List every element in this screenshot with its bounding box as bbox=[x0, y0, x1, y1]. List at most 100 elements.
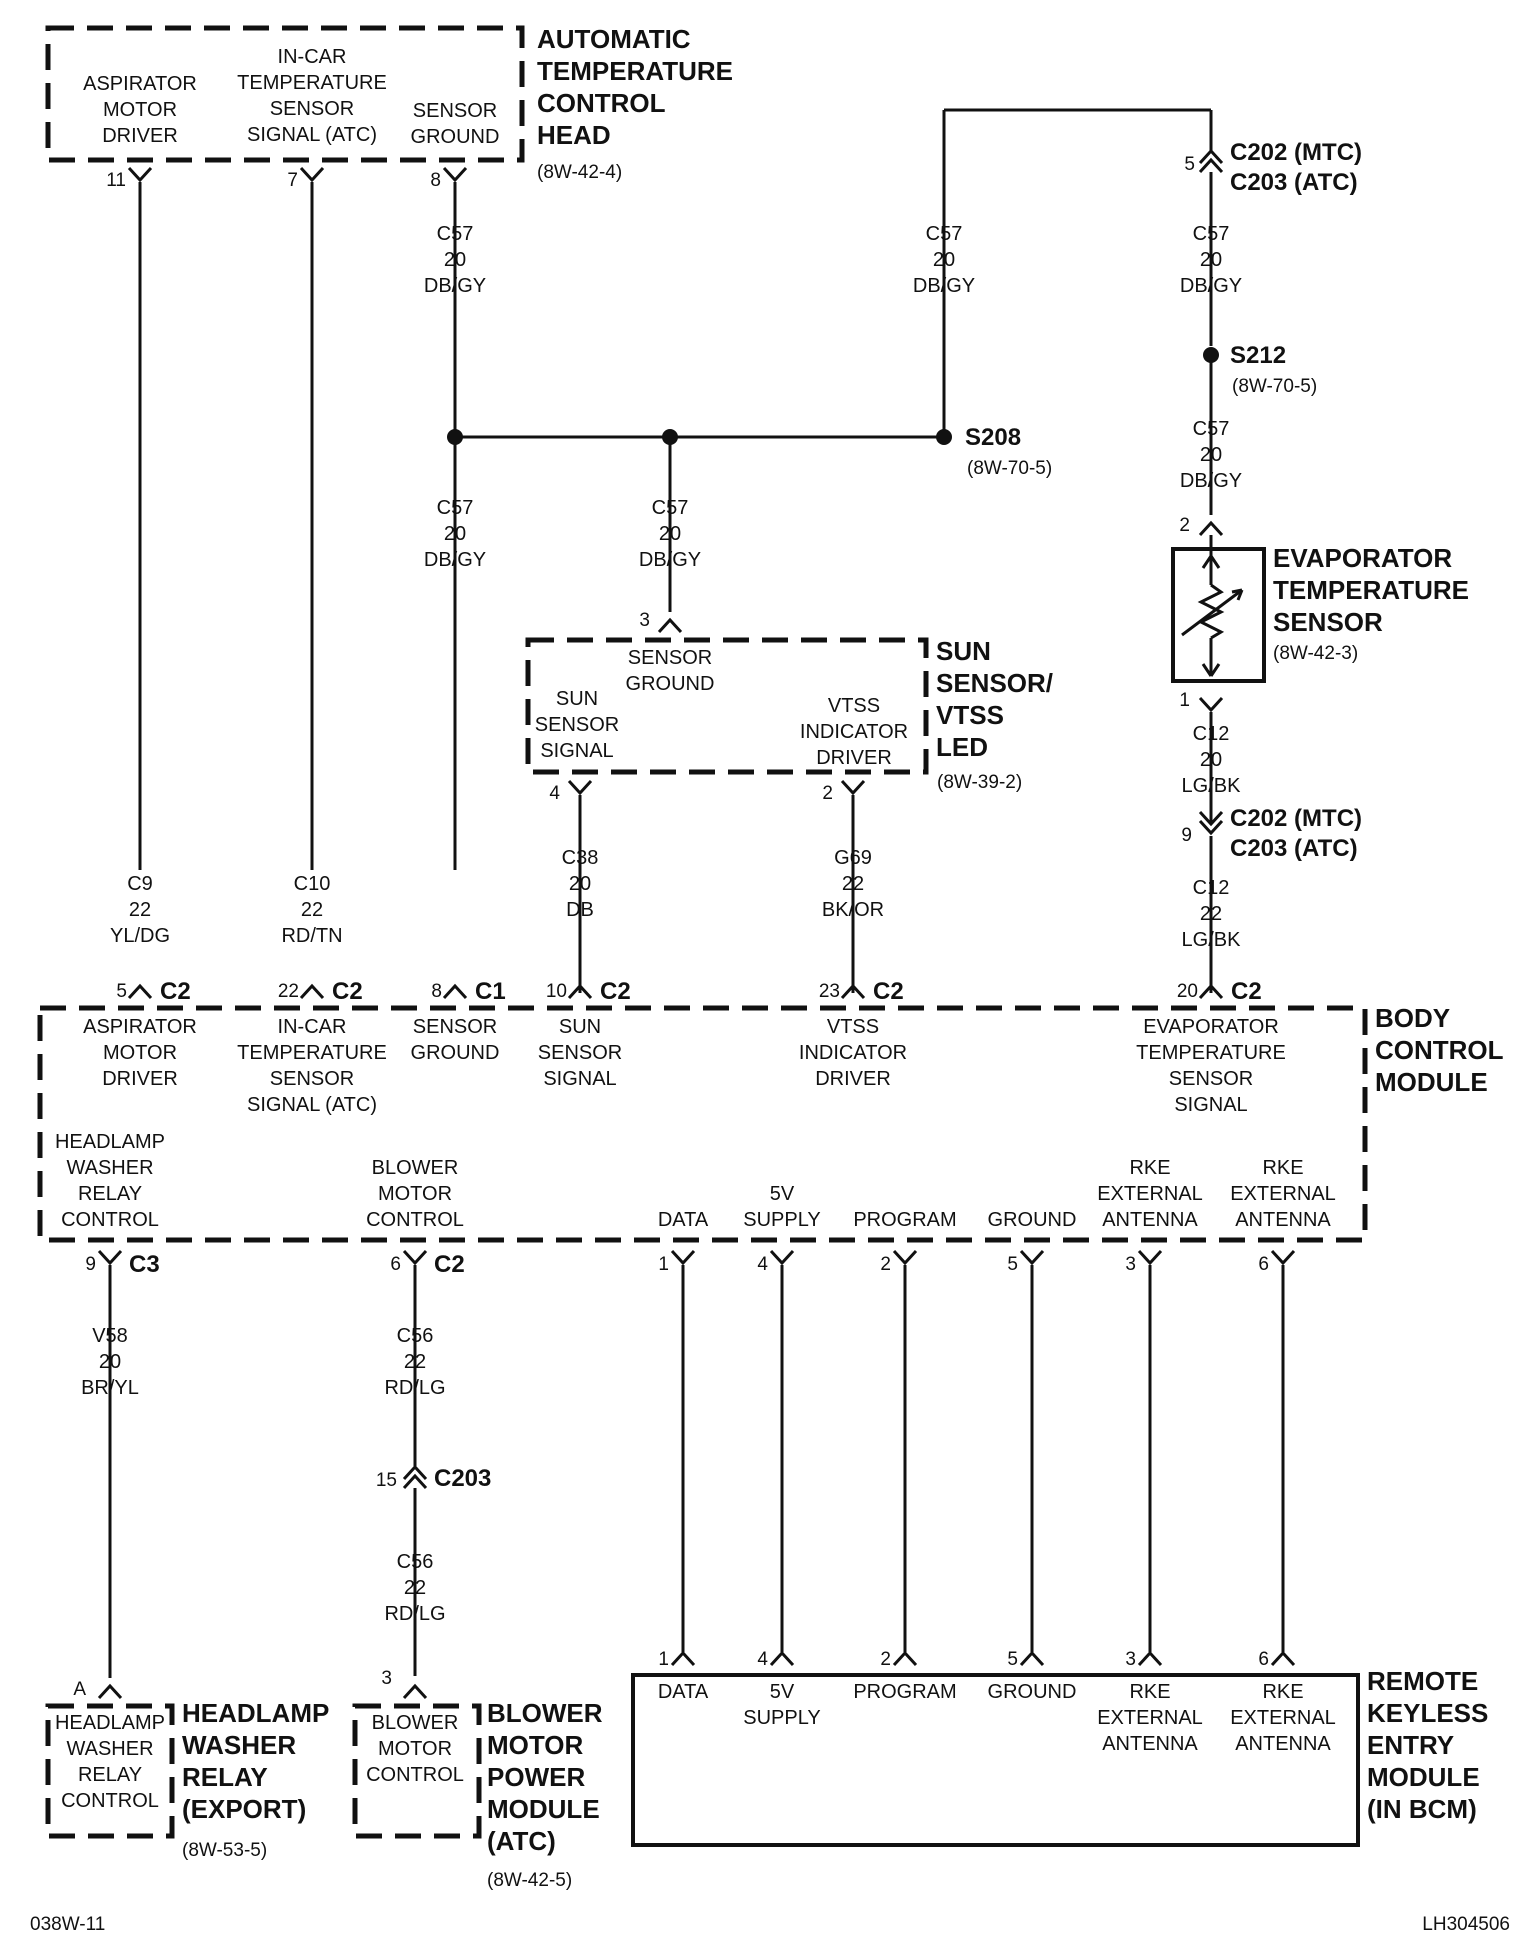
evap-wire-label-a: LG/BK bbox=[1182, 775, 1242, 797]
headlamp-relay-label: WASHER bbox=[66, 1738, 153, 1760]
blower-module-label: MOTOR bbox=[378, 1738, 452, 1760]
atc-terminal-glyph bbox=[442, 166, 468, 183]
atc-pin-label: DRIVER bbox=[102, 125, 178, 147]
sun-wire-label: C38 bbox=[562, 847, 599, 869]
evap-wire-label-b: C12 bbox=[1193, 877, 1230, 899]
rke-glyph bbox=[769, 1650, 795, 1667]
ground-wire-label-e: 20 bbox=[1200, 249, 1222, 271]
bcm-bottom-glyph bbox=[1019, 1249, 1045, 1266]
sun-sensor-ref: (8W-39-2) bbox=[937, 772, 1022, 793]
blower-wire-label-a: RD/LG bbox=[384, 1377, 445, 1399]
bcm-top-pin-label: SENSOR bbox=[538, 1042, 622, 1064]
bcm-top-pin-label: SENSOR bbox=[413, 1016, 497, 1038]
rke-pin-label: 5V bbox=[770, 1681, 795, 1703]
rke-pin-number: 4 bbox=[757, 1649, 768, 1670]
rke-pin-label: RKE bbox=[1129, 1681, 1170, 1703]
rke-pin-label: EXTERNAL bbox=[1097, 1707, 1203, 1729]
bcm-bottom-pin-label: CONTROL bbox=[366, 1209, 464, 1231]
c202-top-pin: 5 bbox=[1184, 154, 1195, 175]
blower-pin: 3 bbox=[381, 1668, 392, 1689]
headlamp-relay-title: (EXPORT) bbox=[182, 1794, 306, 1824]
rke-glyph bbox=[1019, 1650, 1045, 1667]
evap-wire-label-b: 22 bbox=[1200, 903, 1222, 925]
atc-head-title: AUTOMATIC bbox=[537, 24, 691, 54]
rke-glyph bbox=[670, 1650, 696, 1667]
bcm-top-pin-label: DRIVER bbox=[102, 1068, 178, 1090]
rke-pin-label: RKE bbox=[1262, 1681, 1303, 1703]
rke-pin-label: SUPPLY bbox=[743, 1707, 820, 1729]
bcm-top-pin-label: TEMPERATURE bbox=[237, 1042, 387, 1064]
bcm-bottom-connector: C3 bbox=[129, 1251, 160, 1278]
sun-ground-label: SENSOR bbox=[628, 647, 712, 669]
rke-module-title: KEYLESS bbox=[1367, 1698, 1488, 1728]
bcm-bottom-pin-number: 6 bbox=[1258, 1254, 1269, 1275]
bcm-top-pin-label: DRIVER bbox=[815, 1068, 891, 1090]
sun-pin-ground: 3 bbox=[639, 610, 650, 631]
headlamp-relay-ref: (8W-53-5) bbox=[182, 1840, 267, 1861]
bcm-bottom-pin-number: 6 bbox=[390, 1254, 401, 1275]
bcm-top-glyph bbox=[442, 983, 468, 1000]
sun-pin-signal: 4 bbox=[549, 783, 560, 804]
headlamp-pin: A bbox=[73, 1679, 86, 1700]
evap-arrow-up bbox=[1201, 555, 1221, 569]
evap-wire-label-a: 20 bbox=[1200, 749, 1222, 771]
aspirator-wire-label: C9 bbox=[127, 873, 153, 895]
ground-wire-label-a: DB/GY bbox=[424, 275, 486, 297]
evap-bottom-glyph bbox=[1198, 696, 1224, 713]
atc-head-box bbox=[45, 25, 525, 163]
incar-wire-label: 22 bbox=[301, 899, 323, 921]
blower-module-label: BLOWER bbox=[372, 1712, 459, 1734]
evap-pin-bottom: 1 bbox=[1179, 690, 1190, 711]
vtss-label: VTSS bbox=[828, 695, 880, 717]
headlamp-relay-label: RELAY bbox=[78, 1764, 142, 1786]
sun-sensor-title: SUN bbox=[936, 636, 991, 666]
ground-wire-label-c: 20 bbox=[659, 523, 681, 545]
aspirator-wire-label: YL/DG bbox=[110, 925, 170, 947]
ground-wire-label-f: 20 bbox=[1200, 444, 1222, 466]
bcm-top-pin-label: MOTOR bbox=[103, 1042, 177, 1064]
c203-name: C203 bbox=[434, 1465, 491, 1492]
sun-ground-label: GROUND bbox=[626, 673, 715, 695]
atc-head-title: HEAD bbox=[537, 120, 611, 150]
bcm-bottom-pin-label: RKE bbox=[1262, 1157, 1303, 1179]
atc-pin-label: SIGNAL (ATC) bbox=[247, 124, 377, 146]
vtss-wire-label: 22 bbox=[842, 873, 864, 895]
bcm-bottom-pin-label: MOTOR bbox=[378, 1183, 452, 1205]
ground-wire-label-b: 20 bbox=[444, 523, 466, 545]
headlamp-wire-label: V58 bbox=[92, 1325, 128, 1347]
bcm-top-pin-number: 20 bbox=[1177, 981, 1198, 1002]
bcm-top-connector: C1 bbox=[475, 978, 506, 1005]
headlamp-relay-title: WASHER bbox=[182, 1730, 296, 1760]
bcm-bottom-pin-label: ANTENNA bbox=[1235, 1209, 1331, 1231]
sun-wire-label: 20 bbox=[569, 873, 591, 895]
bcm-bottom-glyph bbox=[402, 1249, 428, 1266]
bcm-bottom-pin-label: DATA bbox=[658, 1209, 709, 1231]
headlamp-relay-box bbox=[45, 1703, 175, 1839]
c203-pin: 15 bbox=[376, 1470, 397, 1491]
aspirator-wire-label: 22 bbox=[129, 899, 151, 921]
bcm-top-connector: C2 bbox=[1231, 978, 1262, 1005]
atc-pin-label: SENSOR bbox=[270, 98, 354, 120]
rke-pin-number: 2 bbox=[880, 1649, 891, 1670]
blower-wire-label-a: C56 bbox=[397, 1325, 434, 1347]
bcm-bottom-pin-label: WASHER bbox=[66, 1157, 153, 1179]
s212-name: S212 bbox=[1230, 342, 1286, 369]
atc-pin-label: IN-CAR bbox=[278, 46, 347, 68]
bcm-bottom-pin-label: SUPPLY bbox=[743, 1209, 820, 1231]
s212-ref: (8W-70-5) bbox=[1232, 376, 1317, 397]
bcm-bottom-pin-label: EXTERNAL bbox=[1097, 1183, 1203, 1205]
atc-terminal-glyph bbox=[127, 166, 153, 183]
bcm-top-pin-label: SENSOR bbox=[1169, 1068, 1253, 1090]
headlamp-relay-title: HEADLAMP bbox=[182, 1698, 329, 1728]
evap-sensor-box bbox=[1171, 547, 1266, 683]
atc-head-title: CONTROL bbox=[537, 88, 666, 118]
headlamp-relay-title: RELAY bbox=[182, 1762, 268, 1792]
c202-top-name: C203 (ATC) bbox=[1230, 169, 1358, 196]
rke-pin-label: DATA bbox=[658, 1681, 709, 1703]
bcm-top-glyph bbox=[840, 983, 866, 1000]
bcm-bottom-glyph bbox=[97, 1249, 123, 1266]
atc-pin-label: TEMPERATURE bbox=[237, 72, 387, 94]
sun-sensor-title: LED bbox=[936, 732, 988, 762]
bcm-top-pin-label: TEMPERATURE bbox=[1136, 1042, 1286, 1064]
rke-glyph bbox=[1137, 1650, 1163, 1667]
